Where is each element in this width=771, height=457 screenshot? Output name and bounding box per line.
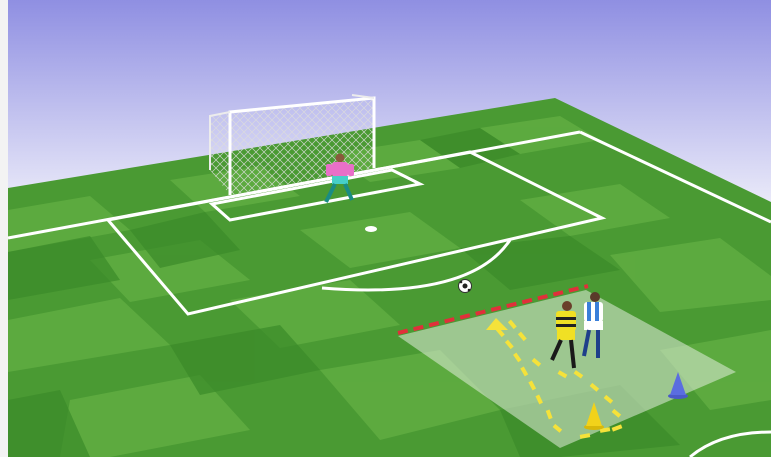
ball-icon — [459, 280, 472, 293]
penalty-spot — [365, 226, 377, 232]
